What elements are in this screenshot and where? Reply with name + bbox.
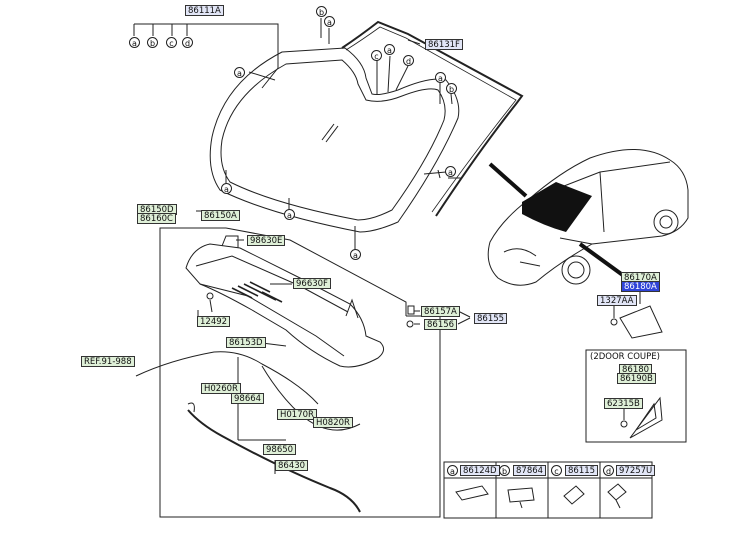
part-label-86153D[interactable]: 86153D	[226, 337, 266, 348]
legend-letter-d: d	[603, 465, 614, 476]
cowl-top-panel	[185, 243, 384, 368]
part-label-86111A[interactable]: 86111A	[185, 5, 224, 16]
car-windshield-highlight	[522, 182, 592, 232]
callout-d: d	[182, 37, 193, 48]
part-label-86190B[interactable]: 86190B	[617, 373, 656, 384]
legend-letter-c: c	[551, 465, 562, 476]
callout-a: a	[435, 72, 446, 83]
legend-part-b[interactable]: 87864	[513, 465, 547, 476]
part-label-86430[interactable]: 86430	[275, 460, 309, 471]
part-label-98664[interactable]: 98664	[231, 393, 265, 404]
callout-a: a	[129, 37, 140, 48]
callout-a: a	[221, 183, 232, 194]
ref-label[interactable]: REF.91-988	[81, 356, 135, 367]
car-outline	[487, 149, 689, 286]
part-label-96630F[interactable]: 96630F	[293, 278, 331, 289]
legend-letter-b: b	[499, 465, 510, 476]
part-label-12492[interactable]: 12492	[197, 316, 231, 327]
legend-letter-a: a	[447, 465, 458, 476]
part-label-H0260R[interactable]: H0260R	[201, 383, 241, 394]
part-label-86150A[interactable]: 86150A	[201, 210, 240, 221]
windshield-glass	[209, 47, 460, 233]
part-label-86156[interactable]: 86156	[424, 319, 458, 330]
legend-part-c[interactable]: 86115	[565, 465, 599, 476]
windshield-molding	[341, 20, 524, 217]
callout-b: b	[147, 37, 158, 48]
part-label-86155[interactable]: 86155	[474, 313, 508, 324]
callout-a: a	[350, 249, 361, 260]
part-label-98650[interactable]: 98650	[263, 444, 297, 455]
coupe-box	[585, 349, 687, 443]
legend-part-d[interactable]: 97257U	[616, 465, 656, 476]
callout-d: d	[403, 55, 414, 66]
part-label-H0820R[interactable]: H0820R	[313, 417, 353, 428]
legend-part-a[interactable]: 86124D	[460, 465, 500, 476]
callout-b: b	[446, 83, 457, 94]
callout-a: a	[284, 209, 295, 220]
callout-a: a	[384, 44, 395, 55]
part-label-62315B[interactable]: 62315B	[604, 398, 643, 409]
part-label-86180A[interactable]: 86180A	[621, 281, 660, 292]
callout-c: c	[166, 37, 177, 48]
callout-b: b	[316, 6, 327, 17]
callout-c: c	[371, 50, 382, 61]
part-label-86157A[interactable]: 86157A	[421, 306, 460, 317]
part-label-1327AA[interactable]: 1327AA	[597, 295, 637, 306]
part-label-H0170R[interactable]: H0170R	[277, 409, 317, 420]
callout-a: a	[234, 67, 245, 78]
callout-a: a	[445, 166, 456, 177]
callout-a: a	[324, 16, 335, 27]
part-label-86131F[interactable]: 86131F	[425, 39, 463, 50]
coupe-title: (2DOOR COUPE)	[590, 352, 660, 362]
part-label-86160C[interactable]: 86160C	[137, 213, 176, 224]
part-label-98630E[interactable]: 98630E	[247, 235, 286, 246]
